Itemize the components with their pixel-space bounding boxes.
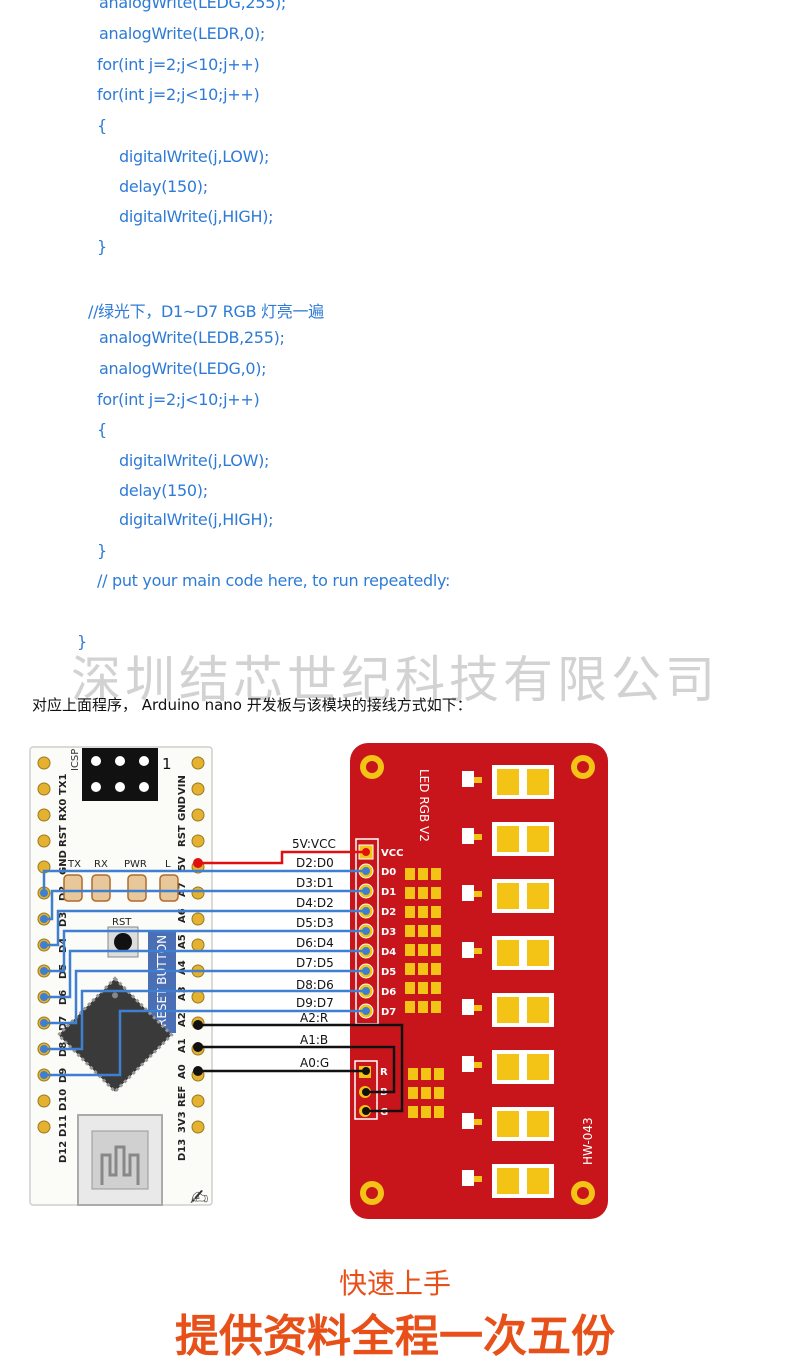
rgb-led-array <box>462 765 554 1198</box>
wiring-caption: 对应上面程序， Arduino nano 开发板与该模块的接线方式如下： <box>32 696 472 714</box>
icsp-label: ICSP <box>70 749 81 771</box>
nano-led-label: PWR <box>124 859 147 870</box>
wire-5v-vcc <box>198 850 366 865</box>
led-rgb-module: LED RGB V2 HW-043 VCC D0 D1 D2 D3 D4 D5 … <box>350 743 608 1219</box>
code-line: digitalWrite(j,HIGH); <box>119 510 274 529</box>
code-line: } <box>97 541 107 560</box>
module-pin-label: D5 <box>381 967 396 978</box>
wire-d8-d6 <box>44 989 366 1051</box>
module-pin-label: D7 <box>381 1007 396 1018</box>
nano-pin-label: 3V3 <box>177 1111 188 1133</box>
wire-a2-r <box>198 1023 404 1113</box>
nano-pin-label: RX0 <box>58 799 69 821</box>
section-heading: 快速上手 <box>338 1267 451 1300</box>
wire-label: 5V:VCC <box>292 837 336 851</box>
wire-a1-b <box>198 1045 396 1094</box>
wire-label: D2:D0 <box>296 856 334 870</box>
nano-pin-label: GND <box>177 796 188 821</box>
nano-pin-label: A4 <box>177 960 188 975</box>
wire-label: D8:D6 <box>296 978 334 992</box>
code-line: analogWrite(LEDB,255); <box>99 328 285 347</box>
code-line: } <box>77 632 87 651</box>
wire-d4-d2 <box>44 909 366 947</box>
nano-pin-label: D11 <box>58 1115 69 1137</box>
nano-pin-label: A6 <box>177 908 188 923</box>
nano-pin-label: GND <box>58 850 69 875</box>
module-pin-label: D4 <box>381 947 396 958</box>
code-listing: analogWrite(LEDG,255); analogWrite(LEDR,… <box>0 0 790 651</box>
code-line: analogWrite(LEDR,0); <box>99 24 265 43</box>
module-model: HW-043 <box>581 1117 595 1165</box>
code-line: for(int j=2;j<10;j++) <box>97 85 260 104</box>
wire-label: D5:D3 <box>296 916 334 930</box>
code-line: digitalWrite(j,LOW); <box>119 451 270 470</box>
wire-label: D3:D1 <box>296 876 334 890</box>
wire-d9-d7 <box>44 1009 366 1077</box>
nano-pin-label: A3 <box>177 986 188 1001</box>
code-line: analogWrite(LEDG,0); <box>99 359 267 378</box>
nano-pin-label: RST <box>177 825 188 847</box>
nano-pin-label: 5V <box>177 856 188 871</box>
wire-label: D6:D4 <box>296 936 334 950</box>
wire-label: A2:R <box>300 1011 328 1025</box>
code-comment: // put your main code here, to run repea… <box>97 571 451 590</box>
module-pin-label: VCC <box>381 848 403 859</box>
nano-pin-label: A1 <box>177 1038 188 1053</box>
usb-connector <box>77 1114 163 1206</box>
wire-d6-d4 <box>44 949 366 999</box>
module-pin-label: D6 <box>381 987 396 998</box>
rst-label: RST <box>112 917 132 928</box>
code-line: digitalWrite(j,LOW); <box>119 147 270 166</box>
code-line: { <box>97 420 107 439</box>
wiring-diagram-svg: 1 ICSP TX1 RX0 RST GND D2 D3 D4 D5 <box>29 743 608 1219</box>
nano-led-label: RX <box>94 859 108 870</box>
module-pin-label: D3 <box>381 927 396 938</box>
logo-icon: ✍ <box>190 1186 208 1211</box>
code-line: for(int j=2;j<10;j++) <box>97 55 260 74</box>
wire-d2-d0 <box>42 869 366 893</box>
module-pin-label: D1 <box>381 887 396 898</box>
nano-pin-label: D3 <box>58 912 69 927</box>
wire-label: D7:D5 <box>296 956 334 970</box>
cut-off-heading: 提供资料全程一次五份 <box>175 1311 615 1362</box>
icsp-number: 1 <box>162 755 172 773</box>
arduino-nano-board: 1 ICSP TX1 RX0 RST GND D2 D3 D4 D5 <box>29 746 213 1211</box>
code-line: analogWrite(LEDG,255); <box>99 0 287 12</box>
wire-label: D4:D2 <box>296 896 334 910</box>
code-line: } <box>97 237 107 256</box>
nano-led-label: TX <box>67 859 81 870</box>
nano-pin-label: VIN <box>177 775 188 795</box>
nano-pin-label: A0 <box>177 1064 188 1079</box>
nano-led-label: L <box>165 859 171 870</box>
nano-pin-label: TX1 <box>58 773 69 795</box>
code-line: delay(150); <box>119 177 208 196</box>
module-pin-label: D2 <box>381 907 396 918</box>
module-pin-label: D0 <box>381 867 396 878</box>
nano-pin-label: A2 <box>177 1012 188 1027</box>
nano-pin-label: RST <box>58 825 69 847</box>
module-title: LED RGB V2 <box>417 769 431 842</box>
code-line: for(int j=2;j<10;j++) <box>97 390 260 409</box>
code-line: delay(150); <box>119 481 208 500</box>
wire-label: D9:D7 <box>296 996 334 1010</box>
rgb-pin-label: R <box>380 1067 388 1078</box>
nano-right-header <box>191 756 205 1134</box>
nano-pin-label: A7 <box>177 882 188 897</box>
reset-button-label: RESET BUTTON <box>155 935 169 1027</box>
code-line: { <box>97 116 107 135</box>
watermark: 深圳结芯世纪科技有限公司 <box>71 651 719 709</box>
wire-label: A1:B <box>300 1033 328 1047</box>
nano-pin-label: D12 <box>58 1141 69 1163</box>
nano-pin-label: D13 <box>177 1139 188 1161</box>
wiring-diagram: 1 ICSP TX1 RX0 RST GND D2 D3 D4 D5 <box>0 735 790 1235</box>
wire-label: A0:G <box>300 1056 329 1070</box>
wire-d5-d3 <box>44 929 366 973</box>
code-line: digitalWrite(j,HIGH); <box>119 207 274 226</box>
rgb-pin-label: G <box>380 1107 388 1118</box>
nano-pin-label: D10 <box>58 1089 69 1111</box>
code-comment: //绿光下，D1~D7 RGB 灯亮一遍 <box>88 302 324 321</box>
wire-d7-d5 <box>44 969 366 1025</box>
nano-pin-label: A5 <box>177 934 188 949</box>
nano-pin-label: REF <box>177 1086 188 1107</box>
